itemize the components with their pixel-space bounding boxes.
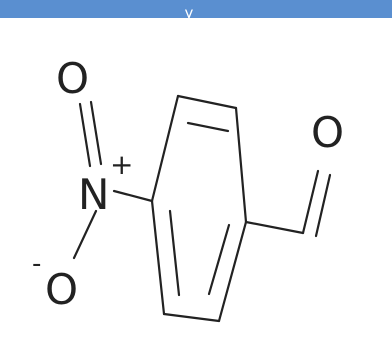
ring-bond-left-lower <box>150 199 166 316</box>
nitro-double-bond-left <box>78 102 92 168</box>
ring-bond-right-lower <box>217 220 248 323</box>
nitrogen-positive-charge: + <box>110 148 133 181</box>
nitrogen-label: N <box>78 170 109 219</box>
nitro-double-bond-right <box>89 100 103 166</box>
carbonyl-double-bond-right <box>314 173 332 238</box>
title-banner: y <box>0 0 392 18</box>
nitro-group: O N + O - <box>32 54 154 314</box>
nitrogen-ring-bond <box>112 189 154 203</box>
nitro-oxygen-bottom-label: O <box>45 265 78 314</box>
ring-bond-bottom <box>162 312 221 323</box>
ring-bond-top <box>176 94 238 110</box>
aldehyde-group: O <box>244 108 344 238</box>
ring-bond-left-upper <box>150 94 180 203</box>
nitrogen-oxygen-single-bond <box>72 209 98 260</box>
ring-bond-right-upper <box>234 106 248 224</box>
carbonyl-double-bond-left <box>301 169 320 235</box>
nitro-oxygen-top-label: O <box>56 54 89 103</box>
title-fragment: y <box>184 4 194 18</box>
ring-bond-right-lower-inner <box>207 223 231 296</box>
ring-bond-top-inner <box>186 121 230 133</box>
benzene-ring <box>150 94 248 323</box>
aldehyde-oxygen-label: O <box>311 108 344 157</box>
nitro-oxygen-negative-charge: - <box>32 249 41 279</box>
ring-bond-left-lower-inner <box>168 209 181 297</box>
aldehyde-carbon-bond <box>244 220 305 235</box>
